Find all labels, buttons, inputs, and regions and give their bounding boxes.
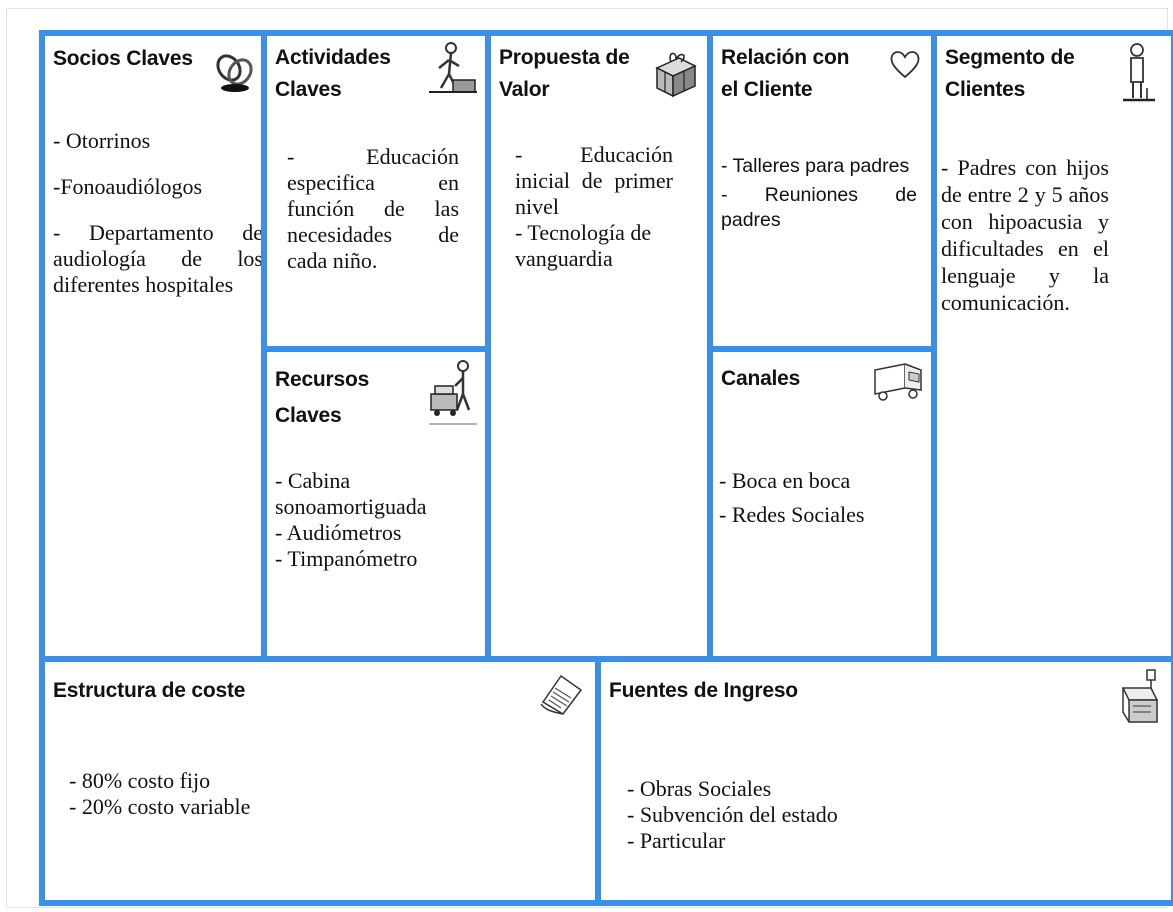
- block-title-line: Recursos: [275, 368, 370, 391]
- document-icon: [537, 672, 585, 716]
- block-title-line: el Cliente: [721, 78, 813, 101]
- list-item: - Particular: [627, 828, 726, 853]
- block-actividades-claves: Actividades Claves - Educación especific…: [267, 36, 485, 346]
- block-title-line: Actividades: [275, 46, 391, 69]
- block-title: Canales: [721, 367, 801, 390]
- list-item: - Obras Sociales: [627, 776, 772, 801]
- block-content: - Otorrinos -Fonoaudiólogos - Departamen…: [53, 128, 261, 298]
- block-title: Segmento de Clientes: [945, 42, 1075, 106]
- block-content: - Cabina sonoamortiguada - Audiómetros -…: [275, 468, 485, 572]
- person-working-icon: [427, 40, 479, 98]
- block-relacion-con-el-cliente: Relación con el Cliente - Talleres para …: [713, 36, 931, 346]
- block-segmento-de-clientes: Segmento de Clientes - Padres con hijos …: [937, 36, 1171, 656]
- list-item: - Timpanómetro: [275, 546, 418, 571]
- block-content: - Padres con hijos de entre 2 y 5 años c…: [941, 154, 1109, 316]
- block-title-line: Relación con: [721, 46, 850, 69]
- block-recursos-claves: Recursos Claves - Cabina sonoamortiguada…: [267, 352, 485, 656]
- business-model-canvas: Socios Claves - Otorrinos -Fonoaudiólogo…: [39, 30, 1173, 906]
- block-socios-claves: Socios Claves - Otorrinos -Fonoaudiólogo…: [45, 36, 261, 656]
- list-item: - Educación inicial de primer nivel: [515, 142, 673, 219]
- block-canales: Canales - Boca en boca - Redes Sociales: [713, 352, 931, 656]
- person-standing-icon: [1121, 42, 1157, 104]
- block-content: - Talleres para padres - Reuniones de pa…: [721, 154, 917, 233]
- block-title-line: Segmento de: [945, 46, 1075, 69]
- list-item: - 80% costo fijo: [69, 768, 211, 793]
- block-content: - 80% costo fijo - 20% costo variable: [69, 768, 489, 820]
- gift-icon: [649, 48, 699, 100]
- block-content: - Obras Sociales - Subvención del estado…: [627, 776, 1047, 854]
- list-item: - Cabina sonoamortiguada: [275, 468, 427, 519]
- block-title-line: Claves: [275, 78, 342, 101]
- block-content: - Boca en boca - Redes Sociales: [719, 468, 929, 528]
- block-content: - Educación especifica en función de las…: [287, 144, 459, 274]
- list-item: - Tecnología de vanguardia: [515, 220, 652, 271]
- list-item: - Otorrinos: [53, 128, 151, 153]
- list-item: - 20% costo variable: [69, 794, 251, 819]
- block-estructura-de-coste: Estructura de coste - 80% costo fijo - 2…: [45, 662, 595, 900]
- list-item: - Audiómetros: [275, 520, 402, 545]
- block-title-line: Claves: [275, 404, 342, 427]
- list-item: - Talleres para padres: [721, 155, 910, 177]
- list-item: - Subvención del estado: [627, 802, 838, 827]
- list-item: - Redes Sociales: [719, 502, 865, 527]
- chain-link-icon: [213, 50, 255, 94]
- block-title-line: Valor: [499, 78, 550, 101]
- list-item: - Educación especifica en función de las…: [287, 144, 459, 273]
- block-title-line: Clientes: [945, 78, 1026, 101]
- heart-icon: [889, 48, 921, 80]
- block-title: Propuesta de Valor: [499, 42, 630, 106]
- list-item: - Boca en boca: [719, 468, 851, 493]
- list-item: - Reuniones de padres: [721, 184, 917, 231]
- block-title: Fuentes de Ingreso: [609, 679, 798, 702]
- block-title-line: Propuesta de: [499, 46, 630, 69]
- block-title: Relación con el Cliente: [721, 42, 849, 106]
- block-content: - Educación inicial de primer nivel - Te…: [515, 142, 673, 272]
- block-fuentes-de-ingreso: Fuentes de Ingreso - Obras Sociales - Su…: [601, 662, 1171, 900]
- worker-with-cart-icon: [427, 358, 483, 428]
- block-title: Recursos Claves: [275, 362, 369, 434]
- cash-register-icon: [1117, 666, 1159, 728]
- block-propuesta-de-valor: Propuesta de Valor - Educación inicial d…: [491, 36, 707, 656]
- delivery-truck-icon: [871, 360, 925, 404]
- block-title: Actividades Claves: [275, 42, 391, 106]
- list-item: - Departamento de audiología de los dife…: [53, 220, 261, 297]
- list-item: - Padres con hijos de entre 2 y 5 años c…: [941, 155, 1109, 315]
- block-title: Socios Claves: [53, 47, 193, 70]
- list-item: -Fonoaudiólogos: [53, 174, 203, 199]
- block-title: Estructura de coste: [53, 679, 246, 702]
